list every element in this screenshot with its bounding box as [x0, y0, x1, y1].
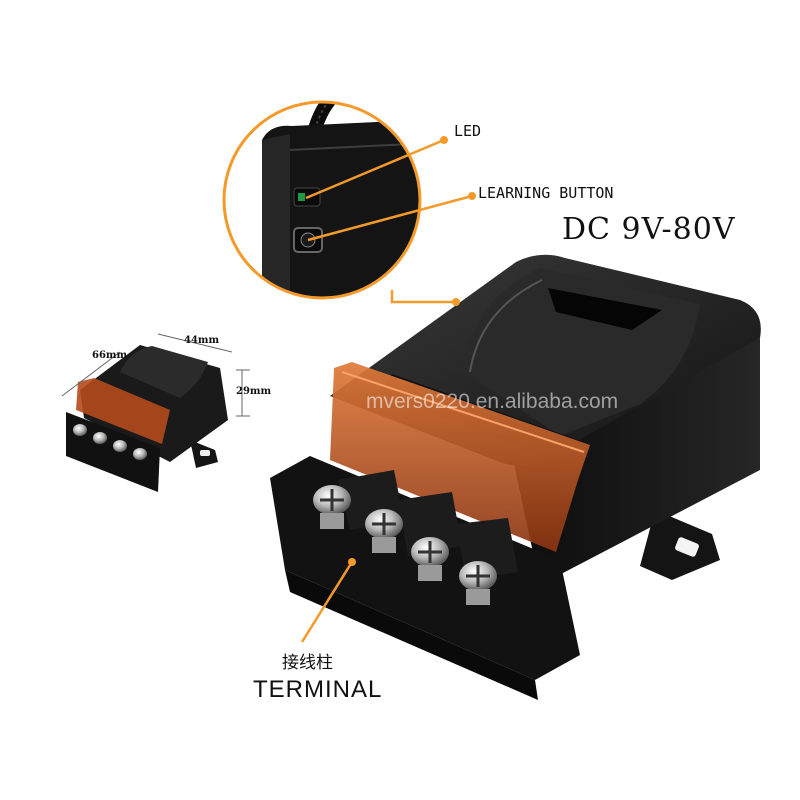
main-relay-module: [270, 254, 761, 700]
led-callout-label: LED: [454, 122, 482, 140]
screw-4: [459, 561, 497, 605]
screw-3: [411, 537, 449, 581]
terminal-callout-label: TERMINAL: [253, 676, 383, 703]
dimension-height-label: 29mm: [236, 386, 272, 397]
terminal-chinese-label: 接线柱: [282, 653, 333, 673]
zoom-detail: [222, 100, 422, 300]
callout-lines: [300, 138, 473, 643]
dimension-lines: [61, 333, 250, 417]
screw-2: [365, 509, 403, 553]
screw-1: [313, 485, 351, 529]
watermark: mvers0220.en.alibaba.com: [366, 390, 619, 413]
learning-button-callout-label: LEARNING BUTTON: [478, 184, 614, 202]
thumbnail-relay-module: [66, 345, 228, 492]
dimension-width-label: 44mm: [184, 335, 220, 346]
voltage-rating-label: DC 9V-80V: [562, 212, 736, 247]
callout-dots: [348, 136, 476, 566]
dimension-length-label: 66mm: [92, 350, 128, 361]
main-terminal-screws: [313, 485, 497, 605]
